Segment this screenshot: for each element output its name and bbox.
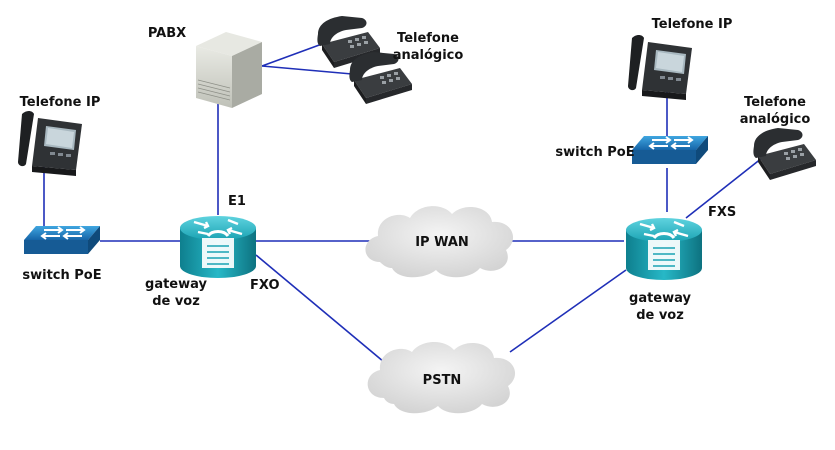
label-gateway-right-2: de voz bbox=[636, 308, 684, 323]
link-leftgateway-pstn bbox=[255, 254, 385, 363]
label-gateway-right-1: gateway bbox=[629, 291, 691, 306]
label-switch-right: switch PoE bbox=[555, 145, 634, 160]
label-fxs: FXS bbox=[708, 205, 736, 220]
link-pstn-rightgateway bbox=[509, 269, 627, 353]
analog-telephone-icon bbox=[753, 128, 816, 180]
label-analog-top-1: Telefone bbox=[397, 31, 459, 46]
pabx-server-icon bbox=[195, 31, 263, 109]
link-pabx-phone1 bbox=[261, 43, 323, 67]
poe-switch-icon bbox=[631, 135, 709, 165]
label-gateway-left-1: gateway bbox=[145, 277, 207, 292]
label-ip-phone-right: Telefone IP bbox=[652, 17, 733, 32]
label-analog-right-2: analógico bbox=[740, 112, 811, 127]
label-switch-left: switch PoE bbox=[22, 268, 101, 283]
network-cloud-icon bbox=[367, 341, 516, 414]
label-analog-top-2: analógico bbox=[393, 48, 464, 63]
voice-gateway-router-icon bbox=[178, 214, 258, 280]
link-analogright-rightgateway bbox=[685, 157, 763, 219]
links bbox=[43, 43, 763, 363]
ip-telephone-icon bbox=[628, 35, 692, 100]
label-pabx: PABX bbox=[148, 26, 186, 41]
label-ip-phone-left: Telefone IP bbox=[20, 95, 101, 110]
label-gateway-left-2: de voz bbox=[152, 294, 200, 309]
poe-switch-icon bbox=[23, 225, 101, 255]
cloud-pstn: PSTN bbox=[367, 341, 516, 414]
cloud-label-pstn: PSTN bbox=[423, 373, 462, 388]
ip-telephone-icon bbox=[18, 111, 82, 176]
voice-gateway-router-icon bbox=[624, 216, 704, 282]
network-cloud-icon bbox=[365, 206, 514, 278]
link-pabx-phone2 bbox=[261, 65, 353, 75]
cloud-ip-wan: IP WAN bbox=[365, 206, 514, 278]
label-e1: E1 bbox=[228, 194, 246, 209]
label-analog-right-1: Telefone bbox=[744, 95, 806, 110]
label-fxo: FXO bbox=[250, 278, 280, 293]
cloud-label-ip-wan: IP WAN bbox=[415, 235, 469, 250]
